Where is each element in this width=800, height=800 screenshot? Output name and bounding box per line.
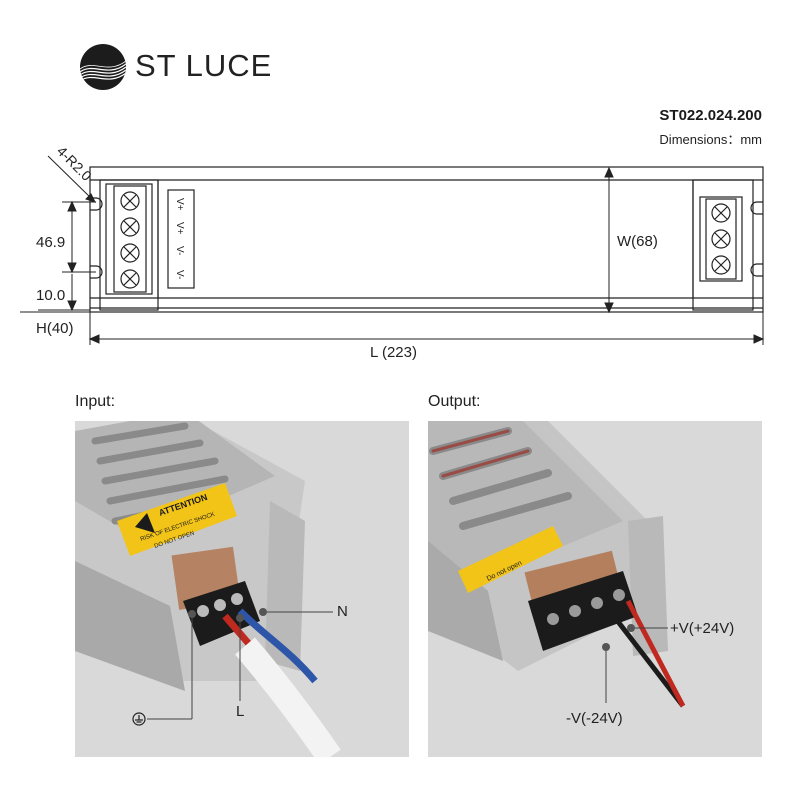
- terminal-label-4: V-: [174, 270, 185, 279]
- psu-body-outline: [89, 166, 764, 313]
- model-number: ST022.024.200: [659, 107, 762, 124]
- input-wiring-photo: ATTENTION RISK OF ELECTRIC SHOCK DO NOT …: [75, 421, 409, 757]
- dim-length: L (223): [370, 344, 417, 361]
- dimension-drawing: V+ V+ V- V- 4-R2.0 46.9 10.0 H(40) W(68)…: [20, 143, 765, 361]
- attention-sticker: [117, 483, 237, 556]
- brand-logo-icon: [80, 44, 126, 90]
- output-label-minus: -V(-24V): [566, 710, 623, 727]
- dim-corner-radius: 4-R2.0: [54, 143, 95, 184]
- terminal-label-1: V+: [174, 198, 185, 211]
- terminal-label-3: V-: [174, 246, 185, 255]
- dimensions-unit-note: Dimensions：mm: [659, 132, 762, 147]
- brand-name: ST LUCE: [135, 48, 273, 83]
- dim-width: W(68): [617, 233, 658, 250]
- input-title: Input:: [75, 393, 116, 410]
- dim-hole-offset: 10.0: [36, 287, 65, 304]
- dim-hole-spacing: 46.9: [36, 234, 65, 251]
- ground-icon: [132, 712, 146, 726]
- input-label-l: L: [236, 703, 245, 720]
- dim-height: H(40): [36, 320, 74, 337]
- input-label-n: N: [337, 603, 348, 620]
- output-title: Output:: [428, 393, 481, 410]
- terminal-label-2: V+: [174, 222, 185, 235]
- output-sticker: [458, 526, 563, 593]
- output-label-plus: +V(+24V): [670, 620, 735, 637]
- output-wiring-photo: Do not open: [428, 421, 762, 757]
